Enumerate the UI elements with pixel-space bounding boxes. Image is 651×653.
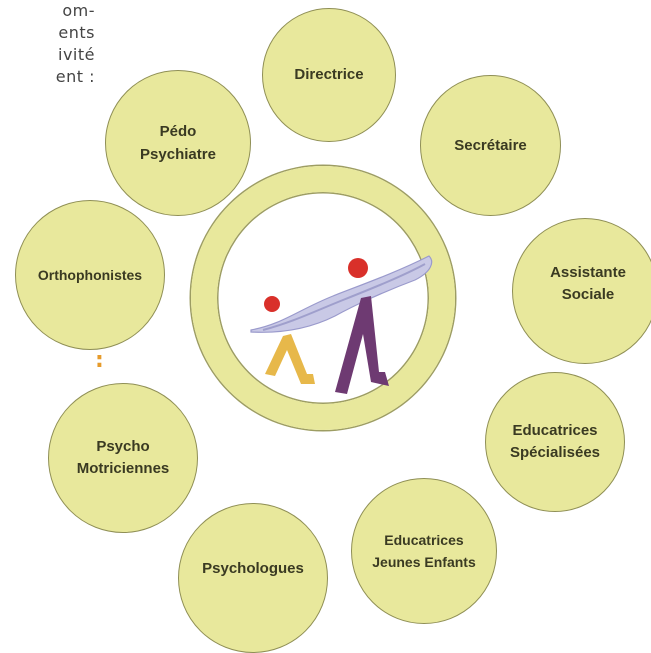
node-label: Orthophonistes xyxy=(37,267,143,283)
node-secretaire: Secrétaire xyxy=(420,75,561,216)
node-directrice: Directrice xyxy=(262,8,396,142)
logo-swoosh xyxy=(250,255,433,333)
node-educatrices-specialisees: Educatrices Spécialisées xyxy=(485,372,625,512)
node-psycho-motriciennes: Psycho Motriciennes xyxy=(48,383,198,533)
intro-line-3: ivité xyxy=(58,45,95,64)
node-label: Educatrices Jeunes Enfants xyxy=(372,532,476,570)
intro-line-1: om- xyxy=(62,1,95,20)
node-label: Assistante Sociale xyxy=(550,264,626,303)
node-educatrices-jeunes-enfants: Educatrices Jeunes Enfants xyxy=(351,478,497,624)
node-label: Educatrices Spécialisées xyxy=(509,422,601,461)
center-logo xyxy=(250,255,433,394)
node-psychologues: Psychologues xyxy=(178,503,328,653)
node-orthophonistes: Orthophonistes xyxy=(15,200,165,350)
logo-head-large xyxy=(348,258,368,278)
orange-colon: : xyxy=(95,348,104,373)
node-label: Secrétaire xyxy=(454,136,527,154)
node-assistante-sociale: Assistante Sociale xyxy=(512,218,651,364)
central-area xyxy=(221,196,425,400)
logo-figure-purple xyxy=(335,296,389,394)
intro-line-2: ents xyxy=(58,23,95,42)
intro-text-fragment: om- ents ivité ent : xyxy=(0,0,95,88)
node-label: Pédo Psychiatre xyxy=(140,123,216,163)
node-label: Psychologues xyxy=(202,560,304,577)
logo-figure-yellow xyxy=(265,334,315,384)
intro-line-4: ent : xyxy=(55,67,95,86)
node-pedo-psychiatre: Pédo Psychiatre xyxy=(105,70,251,216)
node-label: Psycho Motriciennes xyxy=(76,438,170,477)
node-label: Directrice xyxy=(294,66,364,83)
logo-head-small xyxy=(264,296,280,312)
